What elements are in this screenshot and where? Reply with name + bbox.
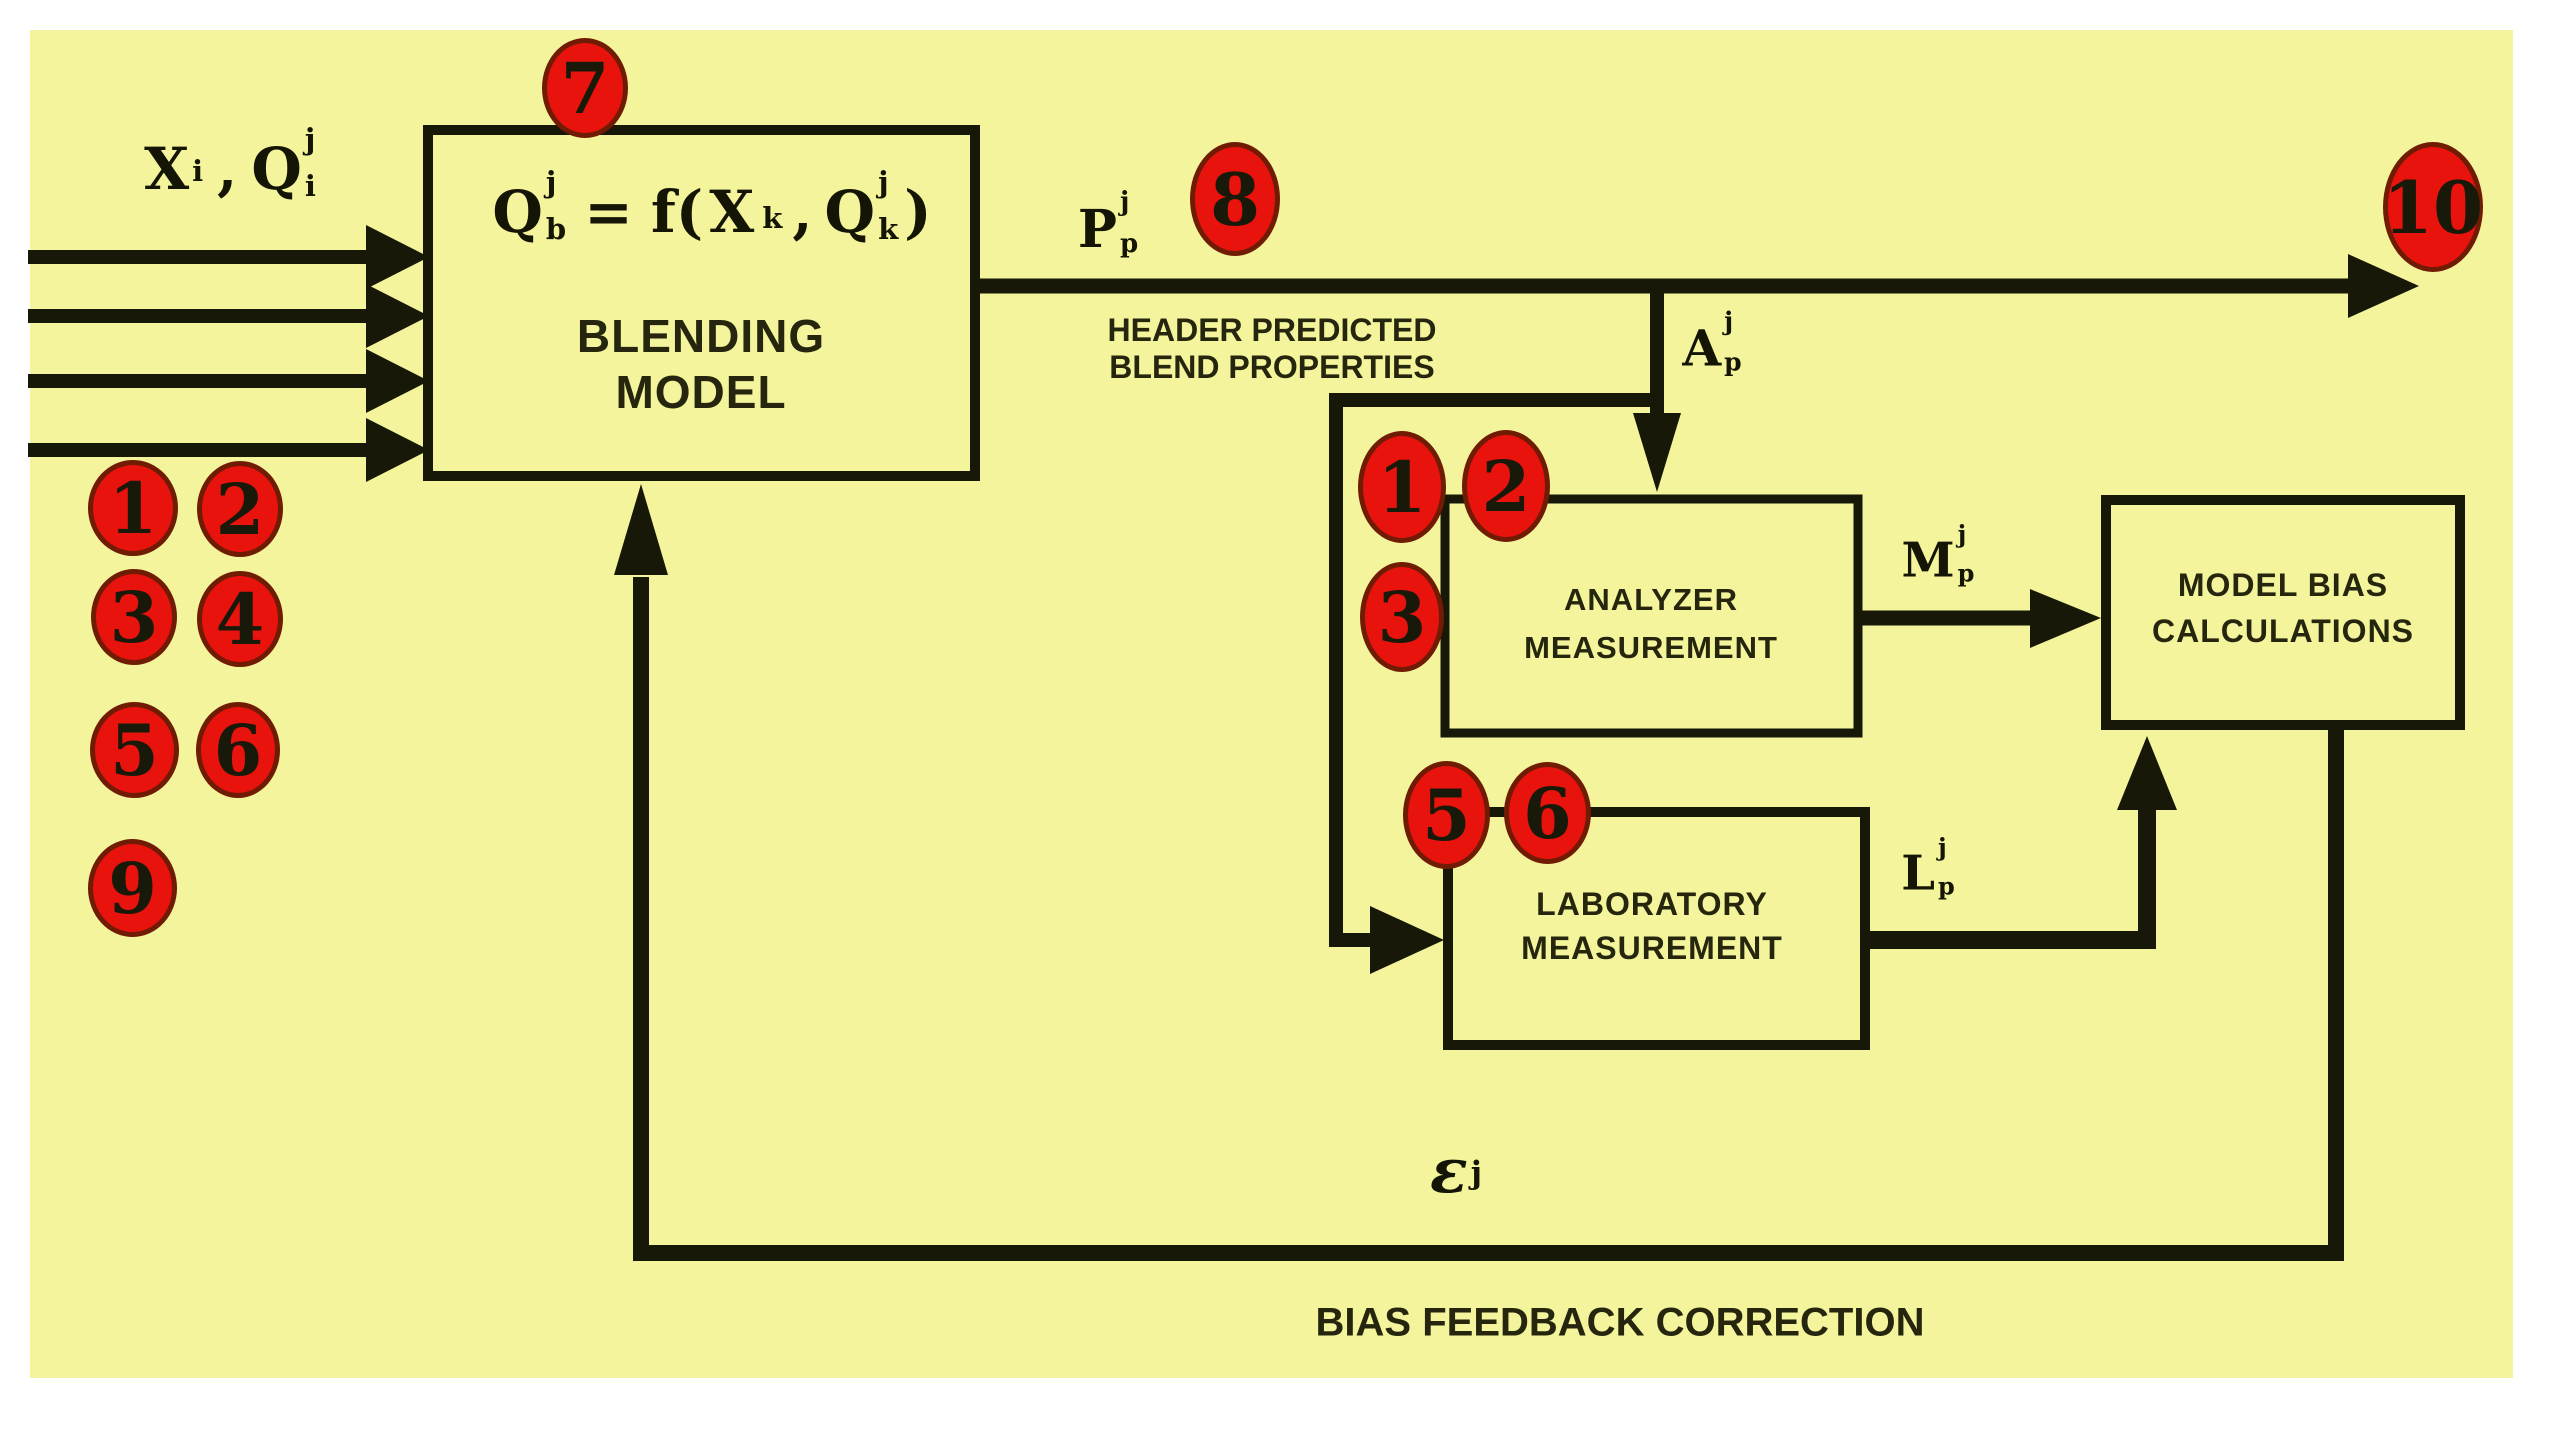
bias-feedback-caption: BIAS FEEDBACK CORRECTION: [1315, 1300, 1925, 1345]
marker-left-9: 9: [88, 839, 177, 937]
analyzer-branch-arrowhead: [1633, 413, 1681, 492]
laboratory-branch-arrowhead: [1370, 906, 1444, 974]
analyzer-measurement-box: [1440, 494, 1863, 738]
model-bias-calculations-box: [2101, 495, 2465, 730]
lab-output-line: [1865, 806, 2156, 949]
marker-left-4: 4: [197, 571, 283, 667]
main-output-arrowhead: [2348, 254, 2419, 318]
marker-left-3: 3: [91, 569, 177, 665]
marker-left-1: 1: [88, 460, 178, 556]
marker-left-2: 2: [197, 461, 283, 557]
marker-output-10: 10: [2383, 142, 2483, 272]
header-predicted-caption: HEADER PREDICTED BLEND PROPERTIES: [1107, 312, 1437, 385]
lab-output-arrowhead: [2117, 736, 2177, 810]
blending-model-label: BLENDING MODEL: [576, 310, 826, 418]
blending-model-box: [423, 125, 980, 481]
laboratory-measurement-label: LABORATORY MEASUREMENT: [1521, 886, 1783, 966]
marker-left-6: 6: [196, 702, 280, 798]
measured-output-arrowhead: [2030, 589, 2101, 648]
analyzer-measurement-label: ANALYZER MEASUREMENT: [1524, 582, 1778, 665]
marker-laboratory-6: 6: [1504, 762, 1591, 864]
input-arrowhead-3: [366, 349, 429, 413]
input-arrowhead-4: [366, 418, 429, 482]
diagram-canvas: [30, 30, 2513, 1378]
marker-analyzer-1: 1: [1358, 431, 1446, 543]
marker-blending-7: 7: [542, 38, 628, 138]
laboratory-branch-line: [1329, 393, 1657, 947]
marker-analyzer-3: 3: [1360, 562, 1444, 672]
marker-analyzer-2: 2: [1462, 430, 1550, 542]
marker-laboratory-5: 5: [1403, 761, 1490, 869]
feedback-loop-arrowhead: [614, 484, 668, 575]
input-arrowhead-2: [366, 284, 429, 348]
model-bias-calculations-label: MODEL BIAS CALCULATIONS: [2151, 567, 2415, 649]
input-arrowhead-1: [366, 225, 429, 289]
feedback-loop-line: [633, 577, 2344, 1261]
bias-error-label: ε j: [1430, 1134, 1482, 1208]
marker-header-8: 8: [1190, 142, 1280, 256]
laboratory-measurement-box: [1443, 807, 1870, 1050]
marker-left-5: 5: [90, 702, 179, 798]
